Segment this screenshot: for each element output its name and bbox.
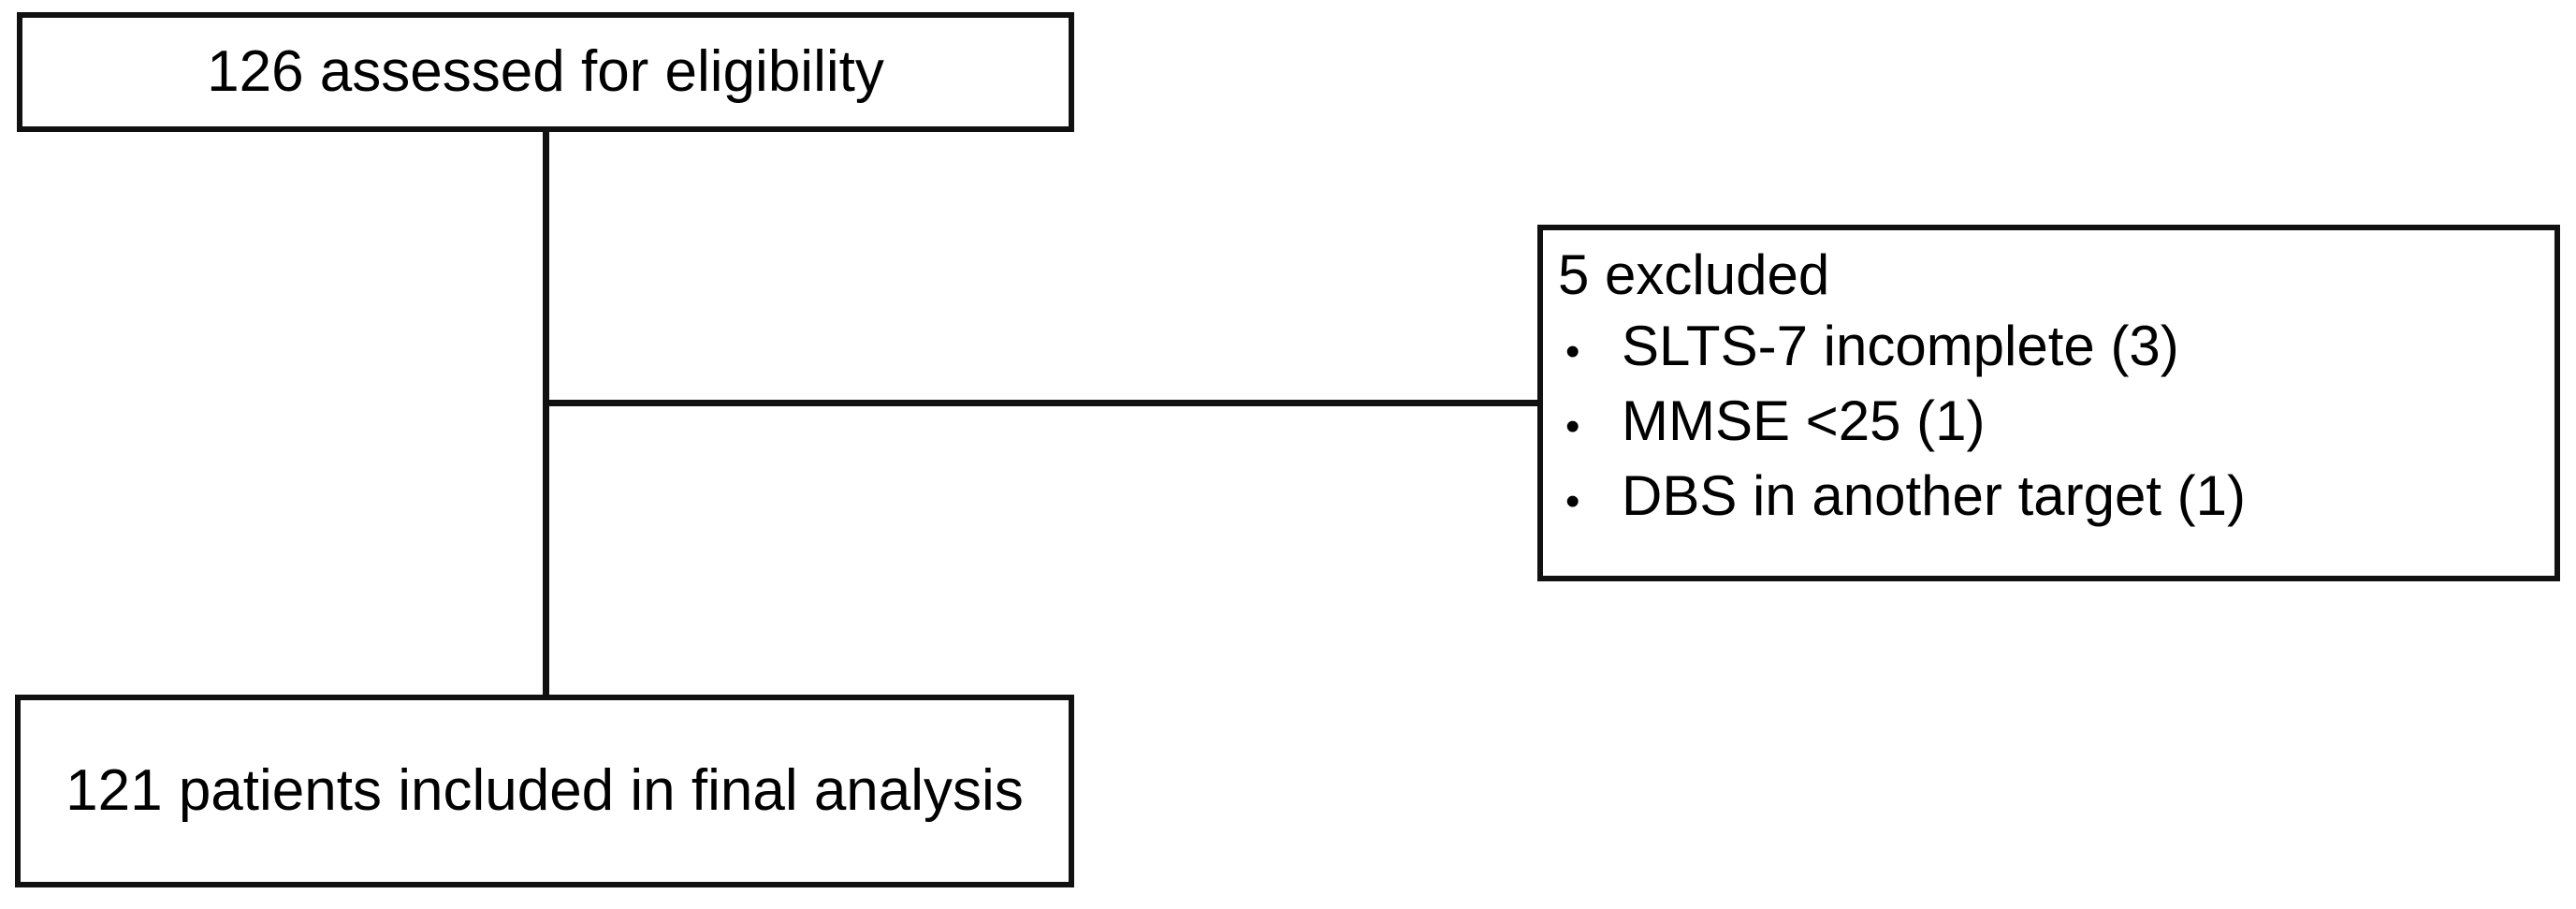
bullet-icon: • [1565, 477, 1580, 524]
excluded-reason-label: SLTS-7 incomplete (3) [1622, 315, 2179, 377]
bullet-icon: • [1565, 329, 1580, 374]
excluded-reason-item: • SLTS-7 incomplete (3) [1558, 309, 2541, 384]
included-label: 121 patients included in final analysis [65, 758, 1024, 824]
assessed-label: 126 assessed for eligibility [207, 38, 884, 104]
node-excluded: 5 excluded • SLTS-7 incomplete (3) • MMS… [1537, 225, 2560, 581]
connector-vertical-trunk [543, 132, 549, 696]
node-assessed-for-eligibility: 126 assessed for eligibility [17, 12, 1074, 132]
excluded-reason-item: • DBS in another target (1) [1558, 459, 2541, 534]
connector-horizontal-branch [543, 400, 1539, 406]
excluded-reason-list: • SLTS-7 incomplete (3) • MMSE <25 (1) •… [1558, 309, 2541, 533]
excluded-reason-label: MMSE <25 (1) [1622, 389, 1986, 452]
excluded-title: 5 excluded [1558, 243, 1830, 306]
excluded-reason-label: DBS in another target (1) [1622, 463, 2247, 527]
bullet-icon: • [1565, 403, 1580, 449]
excluded-reason-item: • MMSE <25 (1) [1558, 384, 2541, 459]
node-included-in-final-analysis: 121 patients included in final analysis [15, 695, 1074, 887]
